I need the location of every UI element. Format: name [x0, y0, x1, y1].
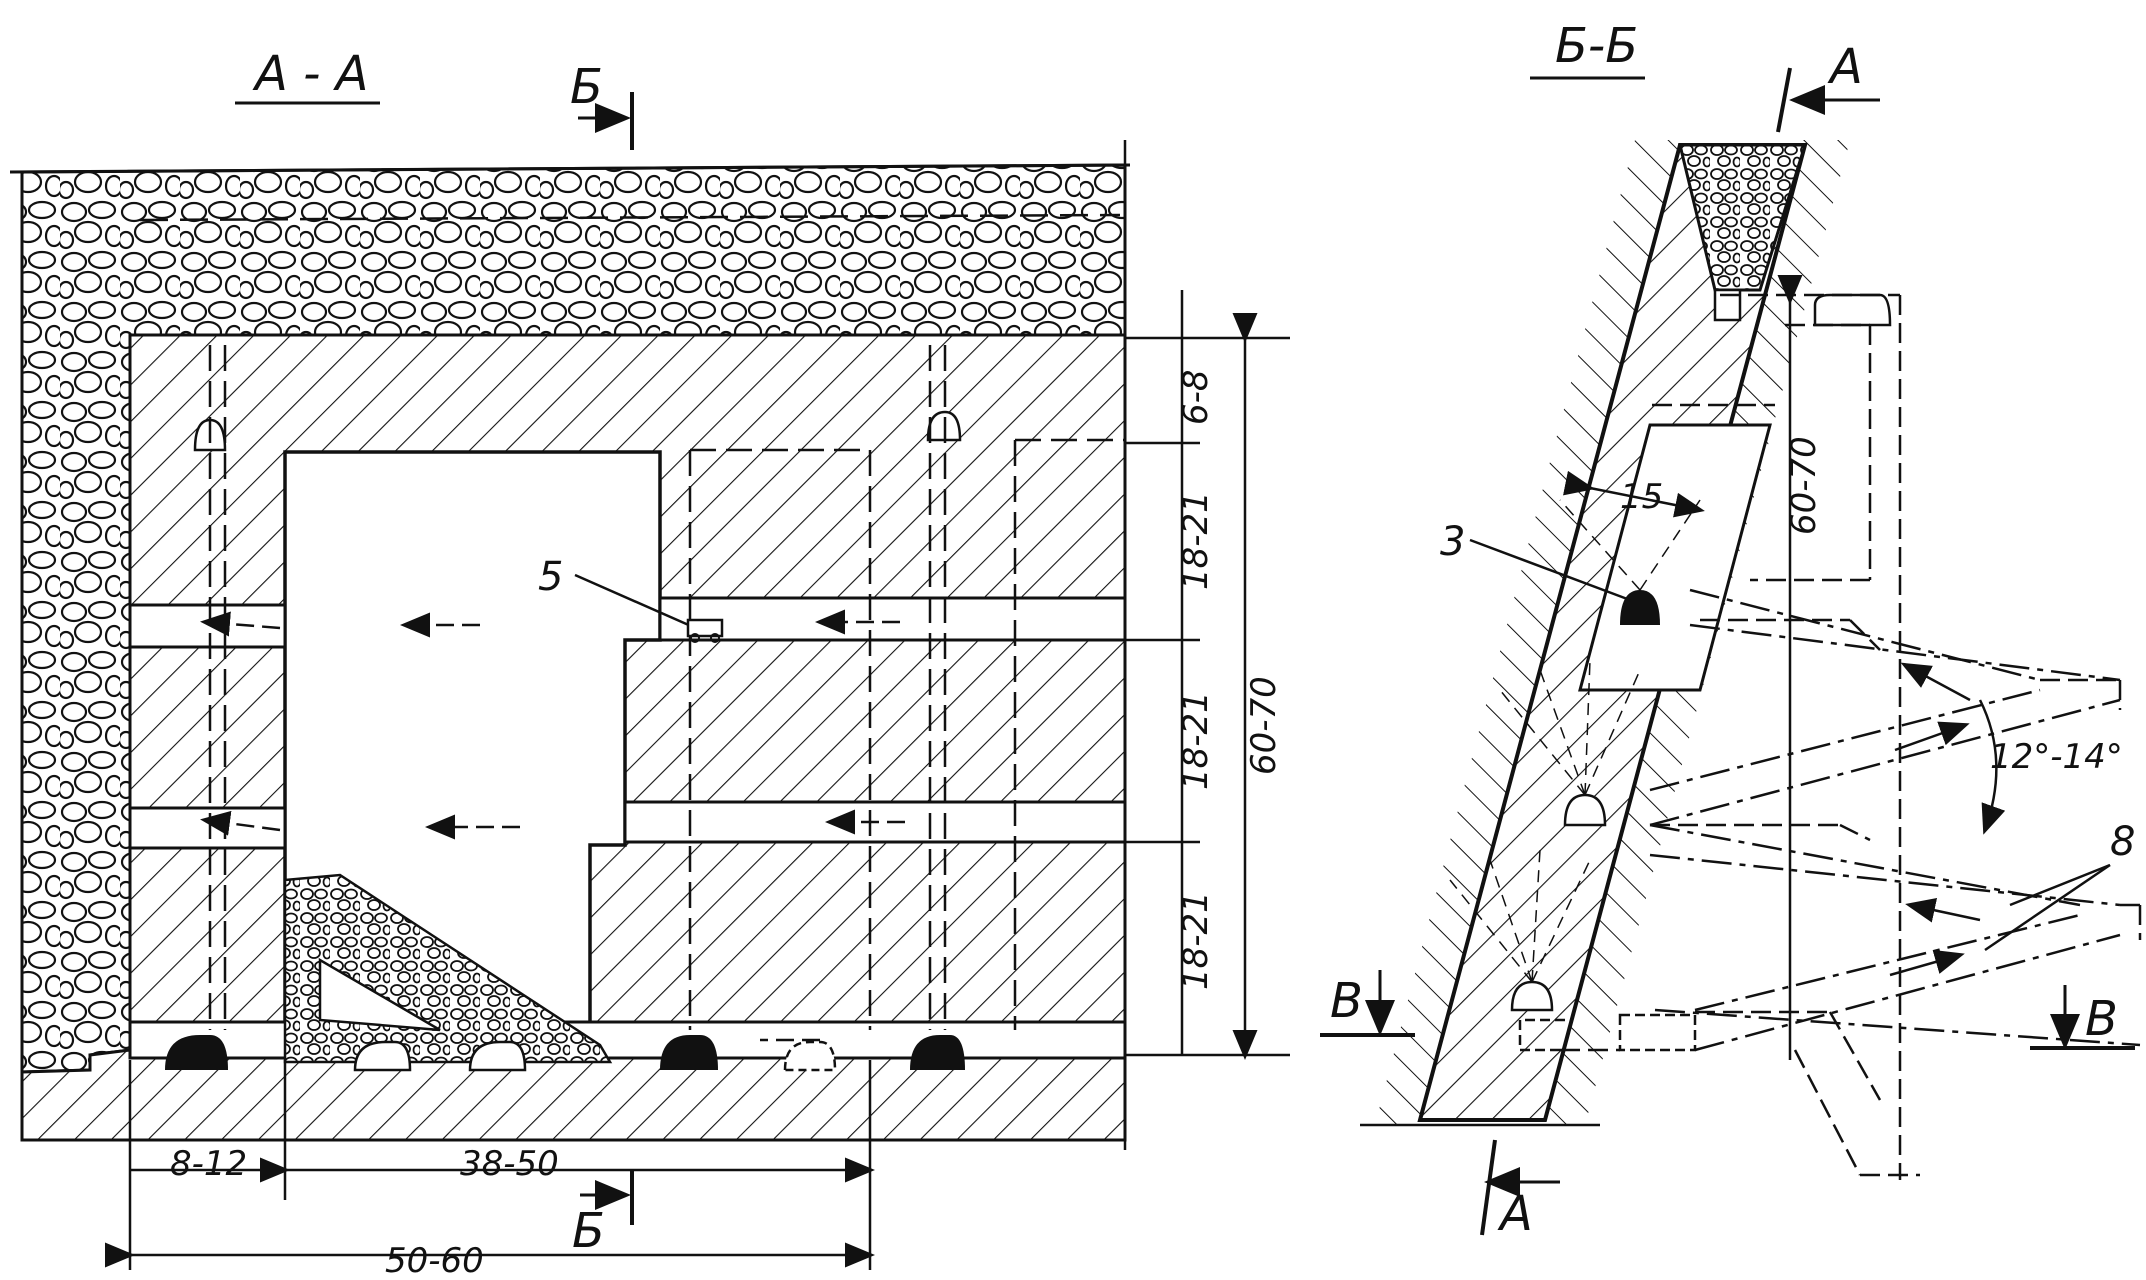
- angle-12-14: 12°-14°: [1990, 737, 2123, 777]
- label-5: 5: [538, 554, 563, 600]
- footwall-hatched: [1375, 140, 1680, 1125]
- level-drift-2: [128, 806, 287, 850]
- dim-8-12: 8-12: [170, 1144, 247, 1184]
- dim-18-21-a: 18-21: [1176, 491, 1216, 590]
- dim-15: 15: [1620, 477, 1663, 517]
- cut-mark-v-right: В: [2085, 991, 2118, 1047]
- loader-machine: [686, 618, 724, 638]
- section-bb: Б-Б А: [1320, 18, 2142, 1242]
- cut-mark-a-top: А: [1827, 39, 1863, 95]
- level-drift-1: [128, 603, 287, 649]
- dim-bb-60-70: 60-70: [1784, 436, 1824, 535]
- dim-6-8: 6-8: [1176, 369, 1216, 425]
- label-3: 3: [1440, 519, 1465, 565]
- section-aa-title: А - А: [252, 46, 369, 102]
- dim-50-60: 50-60: [385, 1241, 484, 1280]
- dim-60-70: 60-70: [1244, 676, 1284, 775]
- cut-mark-v-left: В: [1330, 973, 1363, 1029]
- section-aa: А - А Б: [9, 46, 1290, 1280]
- dim-18-21-b: 18-21: [1176, 691, 1216, 790]
- cut-mark-b-bottom: Б: [572, 1203, 605, 1259]
- section-bb-title: Б-Б: [1555, 18, 1638, 74]
- dim-38-50: 38-50: [460, 1144, 559, 1184]
- haulage-drifts: [165, 1035, 965, 1072]
- cut-mark-b-top: Б: [570, 59, 603, 115]
- dim-18-21-c: 18-21: [1176, 891, 1216, 990]
- cut-mark-a-bottom: А: [1497, 1186, 1533, 1242]
- haulage-level: [128, 1020, 1127, 1060]
- label-8: 8: [2110, 819, 2135, 865]
